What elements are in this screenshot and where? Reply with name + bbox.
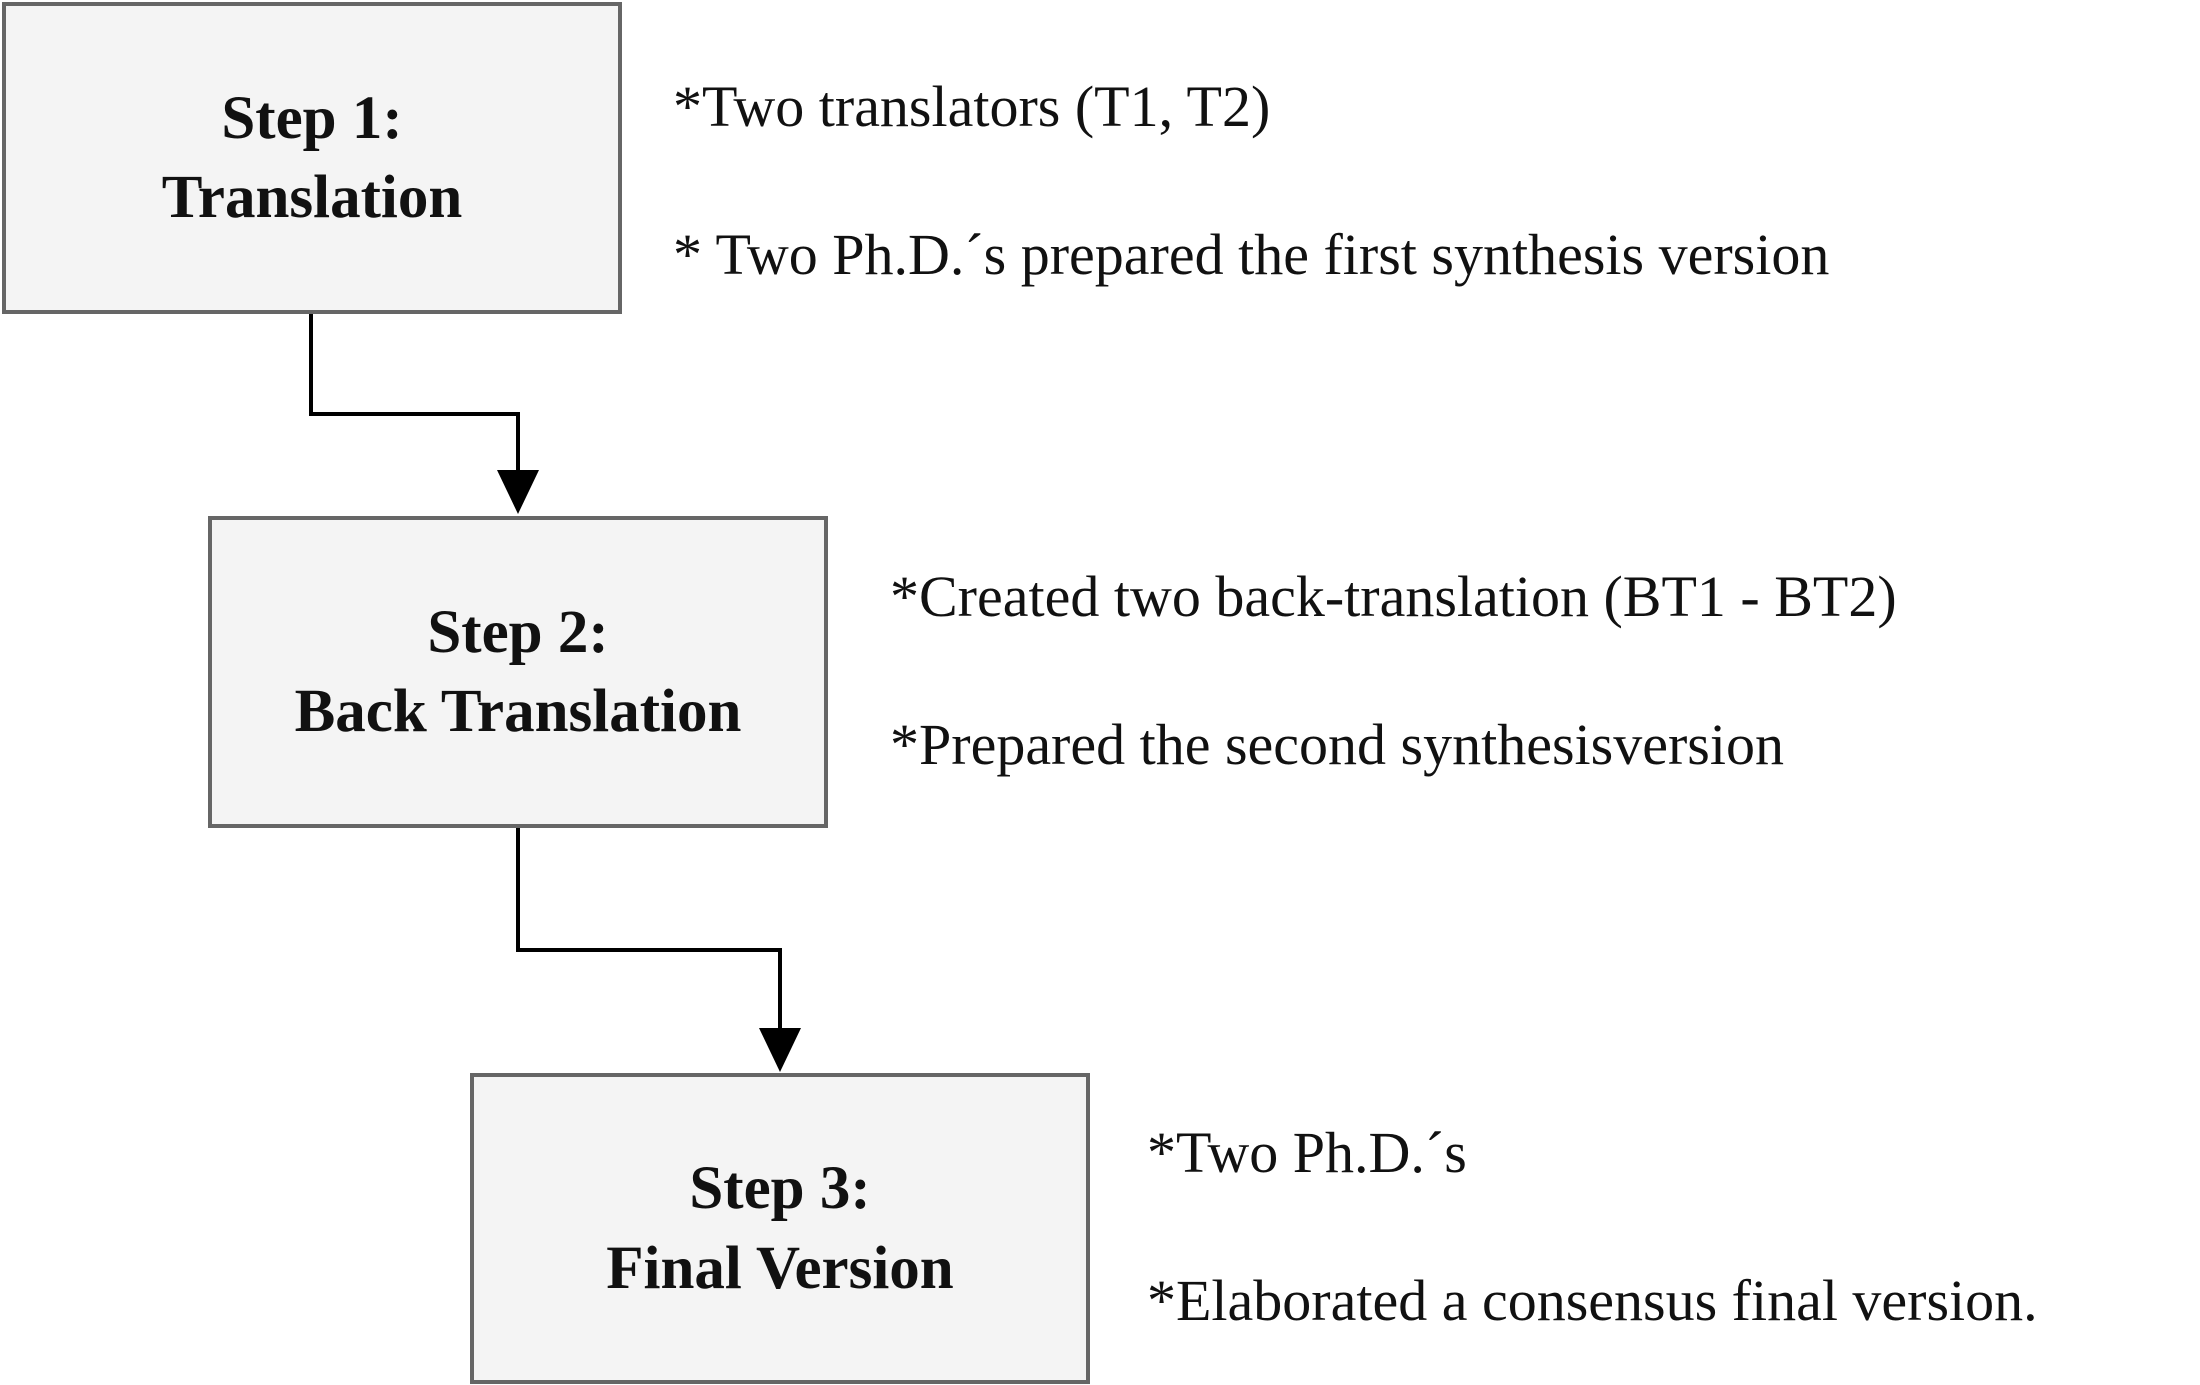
- arrowhead-step3: [759, 1028, 801, 1072]
- step-3-note-2: *Elaborated a consensus final version.: [1147, 1268, 2038, 1333]
- arrowhead-step2: [497, 470, 539, 514]
- step-2-box: Step 2: Back Translation: [208, 516, 828, 828]
- step-2-label: Step 2:: [427, 598, 609, 666]
- step-2-note-1: *Created two back-translation (BT1 - BT2…: [890, 564, 1897, 629]
- step-3-title: Final Version: [606, 1234, 954, 1302]
- step-1-box: Step 1: Translation: [2, 2, 622, 314]
- step-3-label: Step 3:: [689, 1155, 871, 1223]
- step-1-label: Step 1:: [221, 84, 403, 152]
- connector-step2-to-step3: [516, 828, 782, 1028]
- step-1-title: Translation: [161, 164, 463, 231]
- step-3-box: Step 3: Final Version: [470, 1073, 1090, 1384]
- step-3-note-1: *Two Ph.D.´s: [1147, 1120, 1467, 1185]
- step-1-note-2: * Two Ph.D.´s prepared the first synthes…: [673, 222, 1830, 287]
- connector-step1-to-step2: [309, 314, 520, 470]
- step-1-note-1: *Two translators (T1, T2): [673, 74, 1271, 139]
- step-2-note-2: *Prepared the second synthesisversion: [890, 712, 1784, 777]
- step-2-title: Back Translation: [294, 678, 742, 745]
